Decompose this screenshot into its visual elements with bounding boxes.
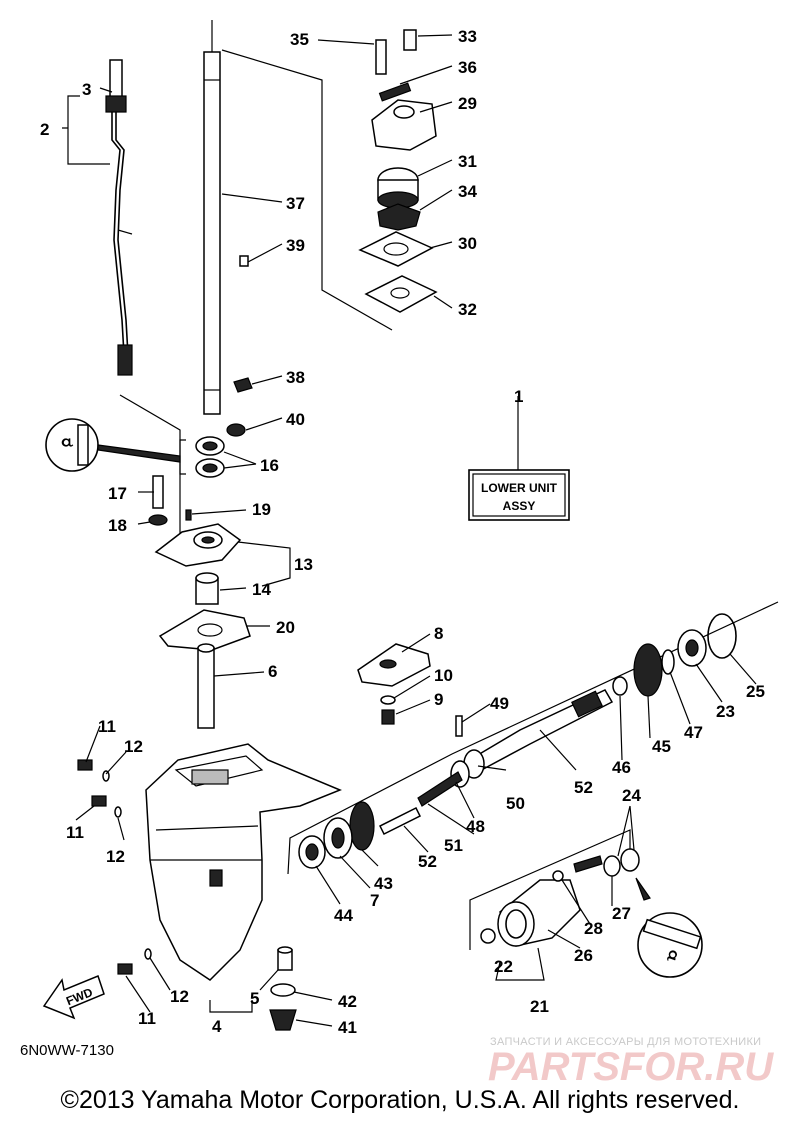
callout-27: 28 bbox=[584, 919, 603, 938]
callout-41: 42 bbox=[338, 992, 357, 1011]
oil-seals bbox=[179, 436, 225, 478]
drain-plug bbox=[269, 946, 297, 1031]
callout-12-c: 12 bbox=[170, 987, 189, 1006]
callout-4: 4 bbox=[212, 1017, 222, 1036]
callout-36: 37 bbox=[286, 194, 305, 213]
svg-text:ರ: ರ bbox=[58, 438, 77, 447]
callout-52: 52 bbox=[574, 778, 593, 797]
callout-9: 9 bbox=[434, 690, 443, 709]
bolts bbox=[77, 759, 152, 975]
bearing-housing-rear bbox=[469, 829, 640, 950]
callout-23: 24 bbox=[622, 786, 641, 805]
callout-26: 27 bbox=[612, 904, 631, 923]
lower-unit-assy-box: LOWER UNIT ASSY bbox=[468, 396, 570, 521]
water-tube bbox=[197, 643, 215, 729]
propeller-shaft-assembly bbox=[287, 601, 779, 875]
callout-32: 33 bbox=[458, 27, 477, 46]
watermark: ЗАПЧАСТИ И АКСЕССУАРЫ ДЛЯ МОТОТЕХНИКИ PA… bbox=[488, 1036, 774, 1089]
callout-37: 38 bbox=[286, 368, 305, 387]
callout-12-b: 12 bbox=[106, 847, 125, 866]
copyright-notice: ©2013 Yamaha Motor Corporation, U.S.A. A… bbox=[60, 1086, 740, 1114]
callout-33: 34 bbox=[458, 182, 477, 201]
callout-7: 7 bbox=[370, 891, 379, 910]
callout-45: 46 bbox=[612, 758, 631, 777]
box-line-2: ASSY bbox=[503, 499, 536, 513]
callout-12-a: 12 bbox=[124, 737, 143, 756]
callout-5: 5 bbox=[250, 989, 259, 1008]
water-pump bbox=[358, 29, 438, 313]
detail-circle-pin: ರ bbox=[635, 877, 703, 978]
callout-3: 3 bbox=[82, 80, 91, 99]
callout-13: 13 bbox=[294, 555, 313, 574]
callout-21: 22 bbox=[494, 957, 513, 976]
watermark-caption: ЗАПЧАСТИ И АКСЕССУАРЫ ДЛЯ МОТОТЕХНИКИ bbox=[490, 1036, 761, 1048]
leader-lines bbox=[62, 34, 757, 1027]
callout-51: 52 bbox=[418, 852, 437, 871]
callout-2: 2 bbox=[40, 120, 49, 139]
callout-6: 6 bbox=[268, 662, 277, 681]
callout-44: 45 bbox=[652, 737, 671, 756]
callout-11-a: 11 bbox=[98, 717, 116, 736]
callout-16: 17 bbox=[108, 484, 127, 503]
callout-43: 44 bbox=[334, 906, 353, 925]
callout-19: 20 bbox=[276, 618, 295, 637]
callout-47: 48 bbox=[466, 817, 485, 836]
callout-31: 32 bbox=[458, 300, 477, 319]
callout-30: 31 bbox=[458, 152, 477, 171]
callout-8: 8 bbox=[434, 624, 443, 643]
callout-18: 19 bbox=[252, 500, 271, 519]
bearing-housing bbox=[148, 475, 251, 651]
svg-text:ರ: ರ bbox=[665, 946, 680, 967]
callout-25: 26 bbox=[574, 946, 593, 965]
callout-28: 29 bbox=[458, 94, 477, 113]
drive-shaft bbox=[203, 20, 221, 415]
watermark-brand: PARTSFOR.RU bbox=[488, 1045, 774, 1089]
callout-15: 16 bbox=[260, 456, 279, 475]
callout-48: 49 bbox=[490, 694, 509, 713]
callout-40: 41 bbox=[338, 1018, 357, 1037]
callout-34: 35 bbox=[290, 30, 309, 49]
box-line-1: LOWER UNIT bbox=[481, 481, 558, 495]
clip bbox=[233, 377, 253, 393]
callout-50: 51 bbox=[444, 836, 463, 855]
callout-29: 30 bbox=[458, 234, 477, 253]
fwd-arrow: FWD bbox=[42, 975, 105, 1020]
callout-10: 10 bbox=[434, 666, 453, 685]
callout-35: 36 bbox=[458, 58, 477, 77]
callout-11-c: 11 bbox=[138, 1009, 156, 1028]
washer bbox=[226, 423, 246, 437]
callout-38: 39 bbox=[286, 236, 305, 255]
callout-14: 14 bbox=[252, 580, 271, 599]
callout-17: 18 bbox=[108, 516, 127, 535]
callout-46: 47 bbox=[684, 723, 703, 742]
callout-labels: 35 33 36 29 31 34 30 32 37 39 38 40 3 2 … bbox=[40, 27, 765, 1037]
shift-rod bbox=[105, 59, 133, 376]
callout-24: 25 bbox=[746, 682, 765, 701]
callout-20: 21 bbox=[530, 997, 549, 1016]
anode bbox=[357, 643, 431, 725]
callout-11-b: 11 bbox=[66, 823, 84, 842]
woodruff-key bbox=[239, 255, 249, 267]
callout-49: 50 bbox=[506, 794, 525, 813]
callout-42: 43 bbox=[374, 874, 393, 893]
detail-circle-seal: ರ bbox=[45, 418, 181, 472]
lower-casing bbox=[145, 743, 342, 1013]
callout-39: 40 bbox=[286, 410, 305, 429]
callout-22: 23 bbox=[716, 702, 735, 721]
diagram-code: 6N0WW-7130 bbox=[20, 1042, 114, 1059]
callout-1: 1 bbox=[514, 387, 523, 406]
